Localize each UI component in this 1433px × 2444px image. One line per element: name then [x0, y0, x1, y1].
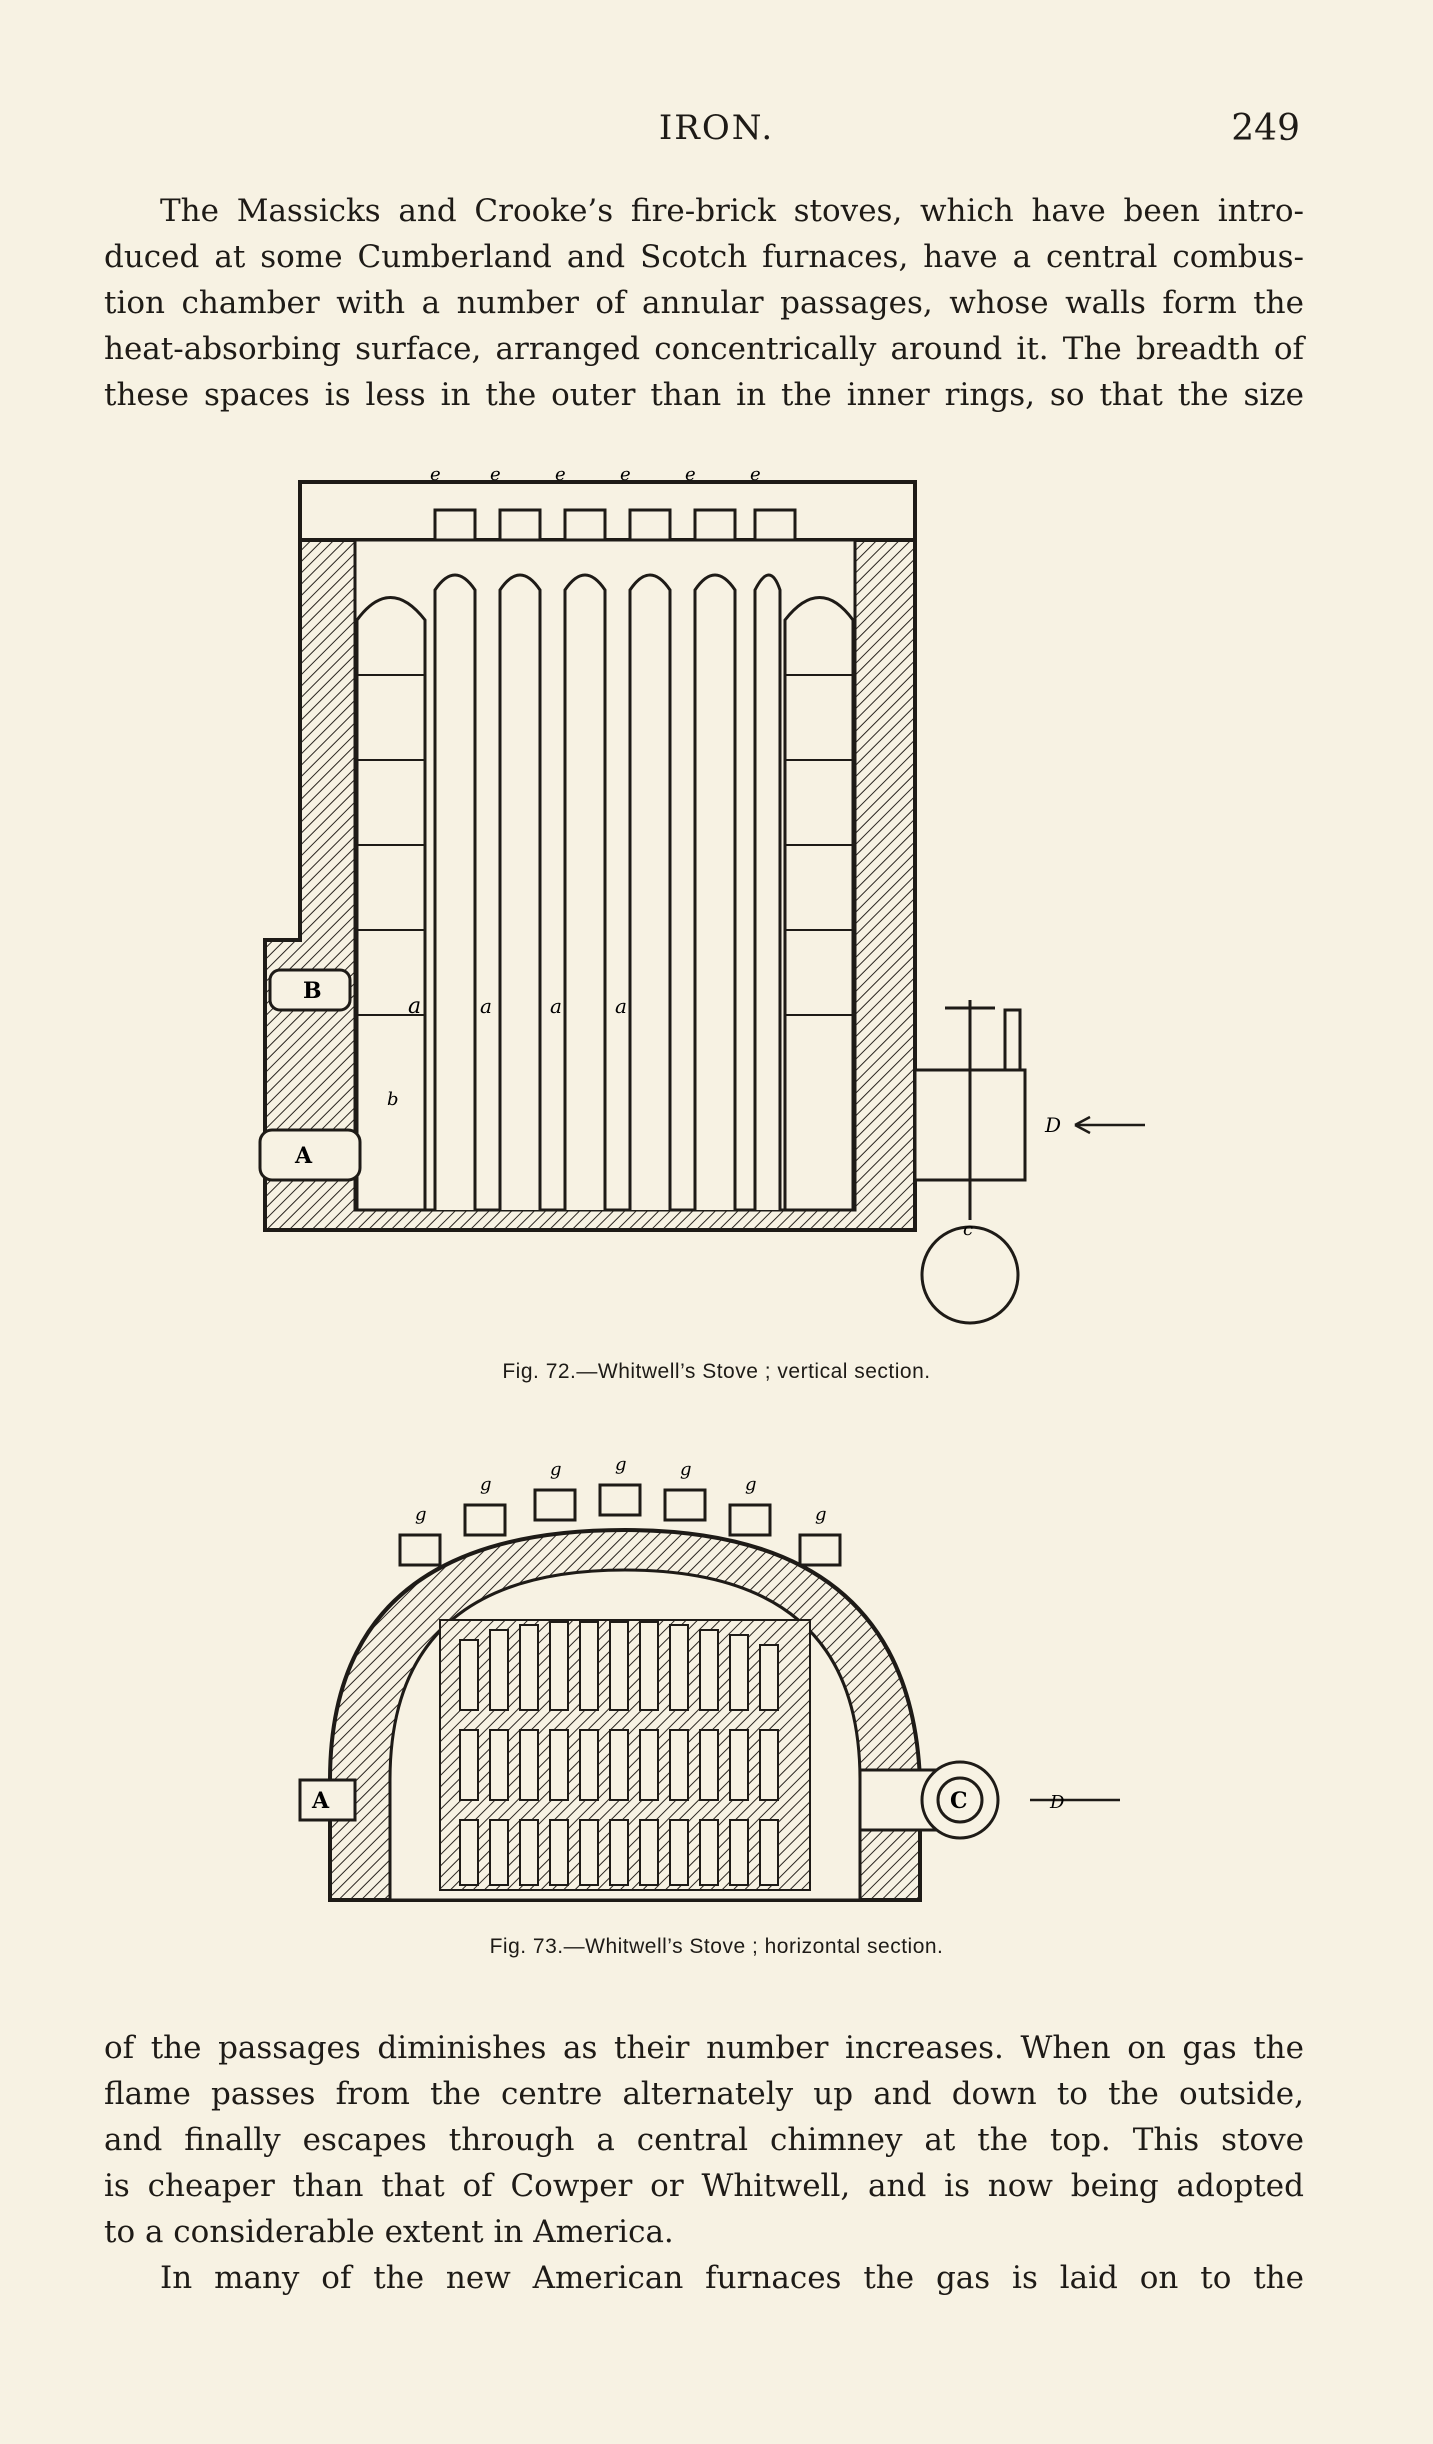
- label-e: e: [490, 464, 501, 485]
- running-header: IRON.: [658, 108, 775, 148]
- label-g: g: [415, 1504, 427, 1525]
- label-a: a: [408, 994, 421, 1019]
- text-line: is cheaper than that of Cowper or Whitwe…: [104, 2168, 1304, 2204]
- figure-72-caption: Fig. 72.—Whitwell’s Stove ; vertical sec…: [502, 1360, 931, 1383]
- label-g: g: [550, 1459, 562, 1480]
- text-line: heat-absorbing surface, arranged concent…: [104, 331, 1304, 367]
- paragraph-3: In many of the new American furnaces the…: [104, 2255, 1304, 2301]
- label-a: a: [615, 994, 627, 1018]
- label-e: e: [555, 464, 566, 485]
- label-a: a: [550, 994, 562, 1018]
- label-A: A: [294, 1143, 313, 1169]
- label-g: g: [480, 1474, 492, 1495]
- paragraph-1: The Massicks and Crooke’s fire-brick sto…: [104, 188, 1304, 418]
- text-line: to a considerable extent in America.: [104, 2214, 674, 2250]
- label-A: A: [311, 1788, 330, 1814]
- text-line: duced at some Cumberland and Scotch furn…: [104, 239, 1304, 275]
- label-C: C: [950, 1788, 968, 1814]
- paragraph-2: of the passages diminishes as their numb…: [104, 2025, 1304, 2255]
- text-line: In many of the new American furnaces the…: [160, 2260, 1304, 2296]
- label-D: D: [1044, 1113, 1061, 1137]
- label-e: e: [620, 464, 631, 485]
- figure-72-vertical-section: e e e e e e a a a a b B A c D: [258, 464, 1145, 1325]
- label-c: c: [963, 1219, 973, 1240]
- label-b: b: [387, 1089, 399, 1110]
- page-number: 249: [1231, 108, 1300, 149]
- figure-73-caption: Fig. 73.—Whitwell’s Stove ; horizontal s…: [489, 1935, 944, 1958]
- label-D: D: [1049, 1792, 1065, 1813]
- label-B: B: [303, 978, 322, 1004]
- text-line: The Massicks and Crooke’s fire-brick sto…: [160, 193, 1304, 229]
- text-line: these spaces is less in the outer than i…: [104, 377, 1304, 413]
- label-e: e: [430, 464, 441, 485]
- text-line: tion chamber with a number of annular pa…: [104, 285, 1304, 321]
- label-e: e: [685, 464, 696, 485]
- text-line: of the passages diminishes as their numb…: [104, 2030, 1304, 2066]
- label-a: a: [480, 994, 492, 1018]
- label-g: g: [615, 1454, 627, 1475]
- text-line: and finally escapes through a central ch…: [104, 2122, 1304, 2158]
- label-g: g: [815, 1504, 827, 1525]
- label-g: g: [745, 1474, 757, 1495]
- label-g: g: [680, 1459, 692, 1480]
- label-e: e: [750, 464, 761, 485]
- figure-73-horizontal-section: g g g g g g g A C D: [298, 1454, 1120, 1902]
- text-line: flame passes from the centre alternately…: [104, 2076, 1304, 2112]
